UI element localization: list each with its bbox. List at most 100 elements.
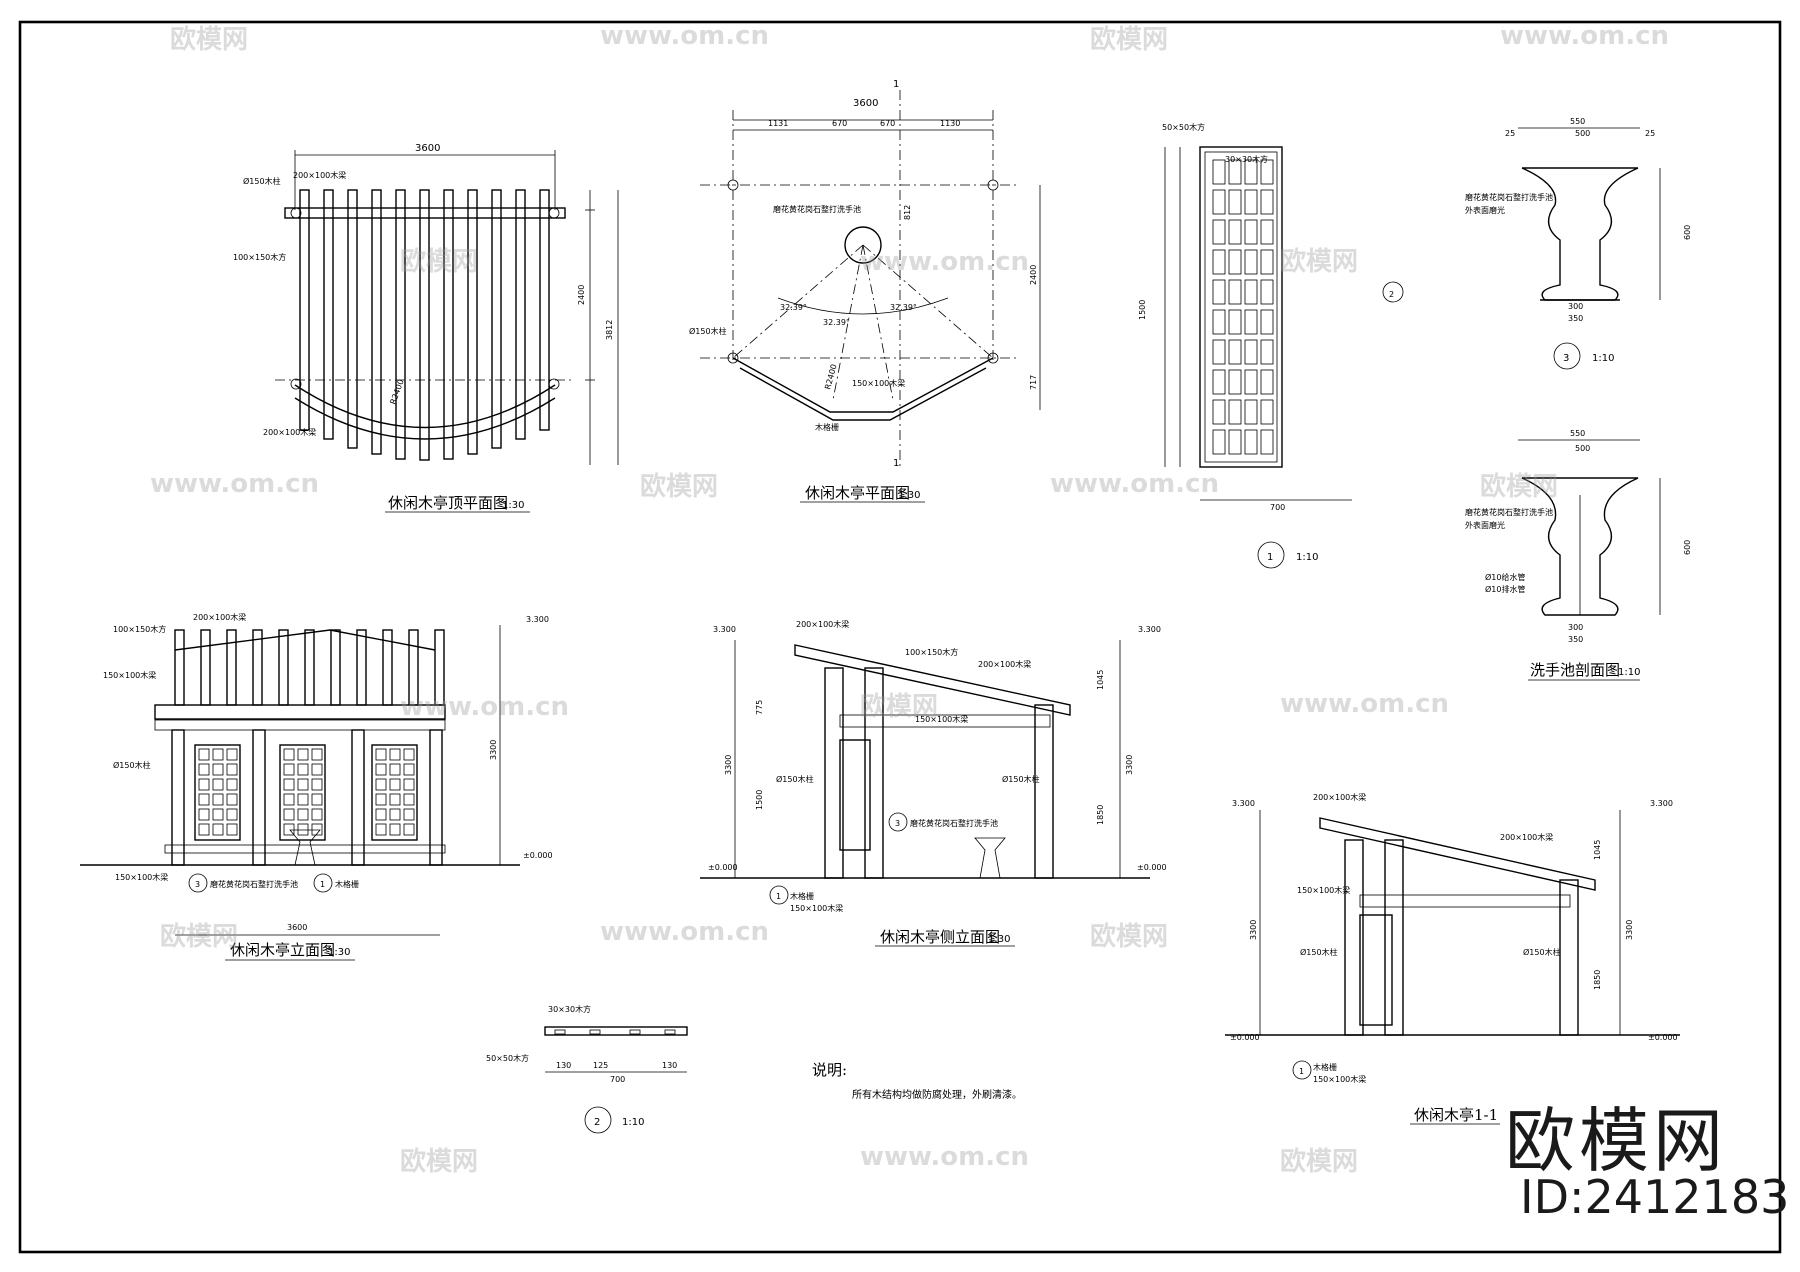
elev-side-zero-l: ±0.000 xyxy=(708,863,738,872)
lattice-cell xyxy=(1260,279,1274,305)
front-lattice-cell xyxy=(311,808,323,821)
plan-section-mark-bottom: 1 xyxy=(893,458,899,469)
dim-plan-2400: 2400 xyxy=(1029,265,1038,285)
label-front-lattice: 木格栅 xyxy=(335,879,359,889)
side-roof-beam xyxy=(794,644,1071,716)
lattice-cell xyxy=(1212,309,1226,335)
dim-sink-500: 500 xyxy=(1575,129,1590,138)
lattice-cell xyxy=(1212,219,1226,245)
front-lattice-cell xyxy=(403,778,415,791)
front-lattice-cell xyxy=(389,808,401,821)
dim-sink-600: 600 xyxy=(1683,225,1692,240)
front-lattice-cell xyxy=(297,748,309,761)
lattice-cell xyxy=(1260,189,1274,215)
plan-view: 3600 1131 670 670 1130 32.39° 32.39° 32.… xyxy=(689,79,1041,503)
label-side-lattice: 木格栅 xyxy=(790,891,814,901)
plan-sink-circle xyxy=(844,226,882,264)
lattice-cell xyxy=(1260,429,1274,455)
dim-side-1045: 1045 xyxy=(1096,670,1105,690)
plan-angle-mid: 32.39° xyxy=(823,318,850,327)
dim-section-3300-l: 3300 xyxy=(1249,920,1258,940)
rafter xyxy=(299,189,310,431)
front-lattice-cell xyxy=(198,748,210,761)
front-elevation-view: 3300 3.300 ±0.000 100×150木方 200×100木梁 15… xyxy=(80,612,553,961)
label-side-col-l: Ø150木柱 xyxy=(776,774,814,784)
lattice-cell xyxy=(1244,399,1258,425)
front-lattice-cell xyxy=(403,748,415,761)
scale-top-plan: 1:30 xyxy=(502,500,524,511)
dim-plan-717: 717 xyxy=(1029,375,1038,390)
lattice-cell xyxy=(1212,399,1226,425)
section-lattice xyxy=(1359,914,1393,1026)
dim-section-1850: 1850 xyxy=(1593,970,1602,990)
wm-brand-10: 欧模网 xyxy=(400,1146,478,1177)
lattice-cell xyxy=(1228,309,1242,335)
elev-section-zero-r: ±0.000 xyxy=(1648,1033,1678,1042)
lattice-cell xyxy=(1260,339,1274,365)
elev-side-zero-r: ±0.000 xyxy=(1137,863,1167,872)
sink-detail-3: 550 500 25 25 600 磨花黄花岗石整打洗手池 外表面磨光 300 … xyxy=(1465,117,1692,370)
sink-profile xyxy=(1521,167,1639,301)
lattice-cell xyxy=(1244,339,1258,365)
front-lattice-cell xyxy=(198,763,210,776)
front-lattice-cell xyxy=(389,763,401,776)
lattice-cell xyxy=(1244,219,1258,245)
label-side-sink: 磨花黄花岗石整打洗手池 xyxy=(910,818,998,828)
elev-side-top-l: 3.300 xyxy=(713,625,736,634)
label-sinksec-stone: 磨花黄花岗石整打洗手池 xyxy=(1465,507,1553,517)
label-section-col-r: Ø150木柱 xyxy=(1523,947,1561,957)
lattice-cell xyxy=(1260,369,1274,395)
lattice-cell xyxy=(1212,159,1226,185)
label-section-beam-r: 200×100木梁 xyxy=(1500,832,1553,842)
dim-top-2400: 2400 xyxy=(577,285,586,305)
notes-block: 说明: 所有木结构均做防腐处理，外刷清漆。 xyxy=(812,1061,1022,1101)
front-lattice-panel xyxy=(371,744,418,841)
front-lattice-cell xyxy=(403,763,415,776)
front-lattice-cell xyxy=(297,793,309,806)
front-lattice-cell xyxy=(283,748,295,761)
dim-lattice-700: 700 xyxy=(1270,503,1285,512)
scale-side-elev: 1:30 xyxy=(988,934,1010,945)
dim-plan-part-1: 1131 xyxy=(768,119,788,128)
label-side-timber: 100×150木方 xyxy=(905,647,958,657)
lattice-cell xyxy=(1260,159,1274,185)
side-ref-1: 1 xyxy=(776,892,781,901)
lattice-detail-1: 1500 700 50×50木方 30×30木方 1 1:10 2 xyxy=(1138,122,1404,569)
front-lattice-cell xyxy=(226,793,238,806)
front-lattice-cell xyxy=(226,763,238,776)
lattice-cell xyxy=(1228,339,1242,365)
plan-curved-bench xyxy=(732,357,994,413)
front-lattice-cell xyxy=(212,793,224,806)
title-top-plan: 休闲木亭顶平面图 xyxy=(388,494,508,512)
front-lattice-cell xyxy=(283,763,295,776)
dim-plan-part-4: 1130 xyxy=(940,119,960,128)
front-lattice-cell xyxy=(212,763,224,776)
label-top-beam: 200×100木梁 xyxy=(293,170,346,180)
front-lattice-cell xyxy=(311,778,323,791)
label-side-beam150-b: 150×100木梁 xyxy=(790,903,843,913)
lattice-cell xyxy=(1228,429,1242,455)
title-plan: 休闲木亭平面图 xyxy=(805,484,910,502)
label-front-sink: 磨花黄花岗石整打洗手池 xyxy=(210,879,298,889)
front-lattice-cell xyxy=(297,763,309,776)
label-sink-polish: 外表面磨光 xyxy=(1465,205,1505,215)
wm-site-7: www.om.cn xyxy=(1280,689,1449,719)
front-lattice-cell xyxy=(297,778,309,791)
label-lattice-wood50: 50×50木方 xyxy=(1162,122,1205,132)
wm-brand-5: 欧模网 xyxy=(640,471,718,502)
label-top-radius: R2400 xyxy=(388,378,405,405)
detail2-profile xyxy=(544,1026,688,1036)
dim-sink-350: 350 xyxy=(1568,314,1583,323)
scale-detail-2: 1:10 xyxy=(622,1117,644,1128)
wm-site-4: www.om.cn xyxy=(150,469,319,499)
notes-title: 说明: xyxy=(812,1061,847,1079)
dim-plan-part-3: 670 xyxy=(880,119,895,128)
lattice-cell xyxy=(1244,189,1258,215)
rafter xyxy=(539,189,550,431)
rafter xyxy=(491,189,502,449)
front-lattice-cell xyxy=(403,793,415,806)
front-lattice-cell xyxy=(198,778,210,791)
label-side-beam150: 150×100木梁 xyxy=(915,714,968,724)
marker-detail-3 xyxy=(1553,342,1581,370)
wm-site-3: www.om.cn xyxy=(860,247,1029,277)
